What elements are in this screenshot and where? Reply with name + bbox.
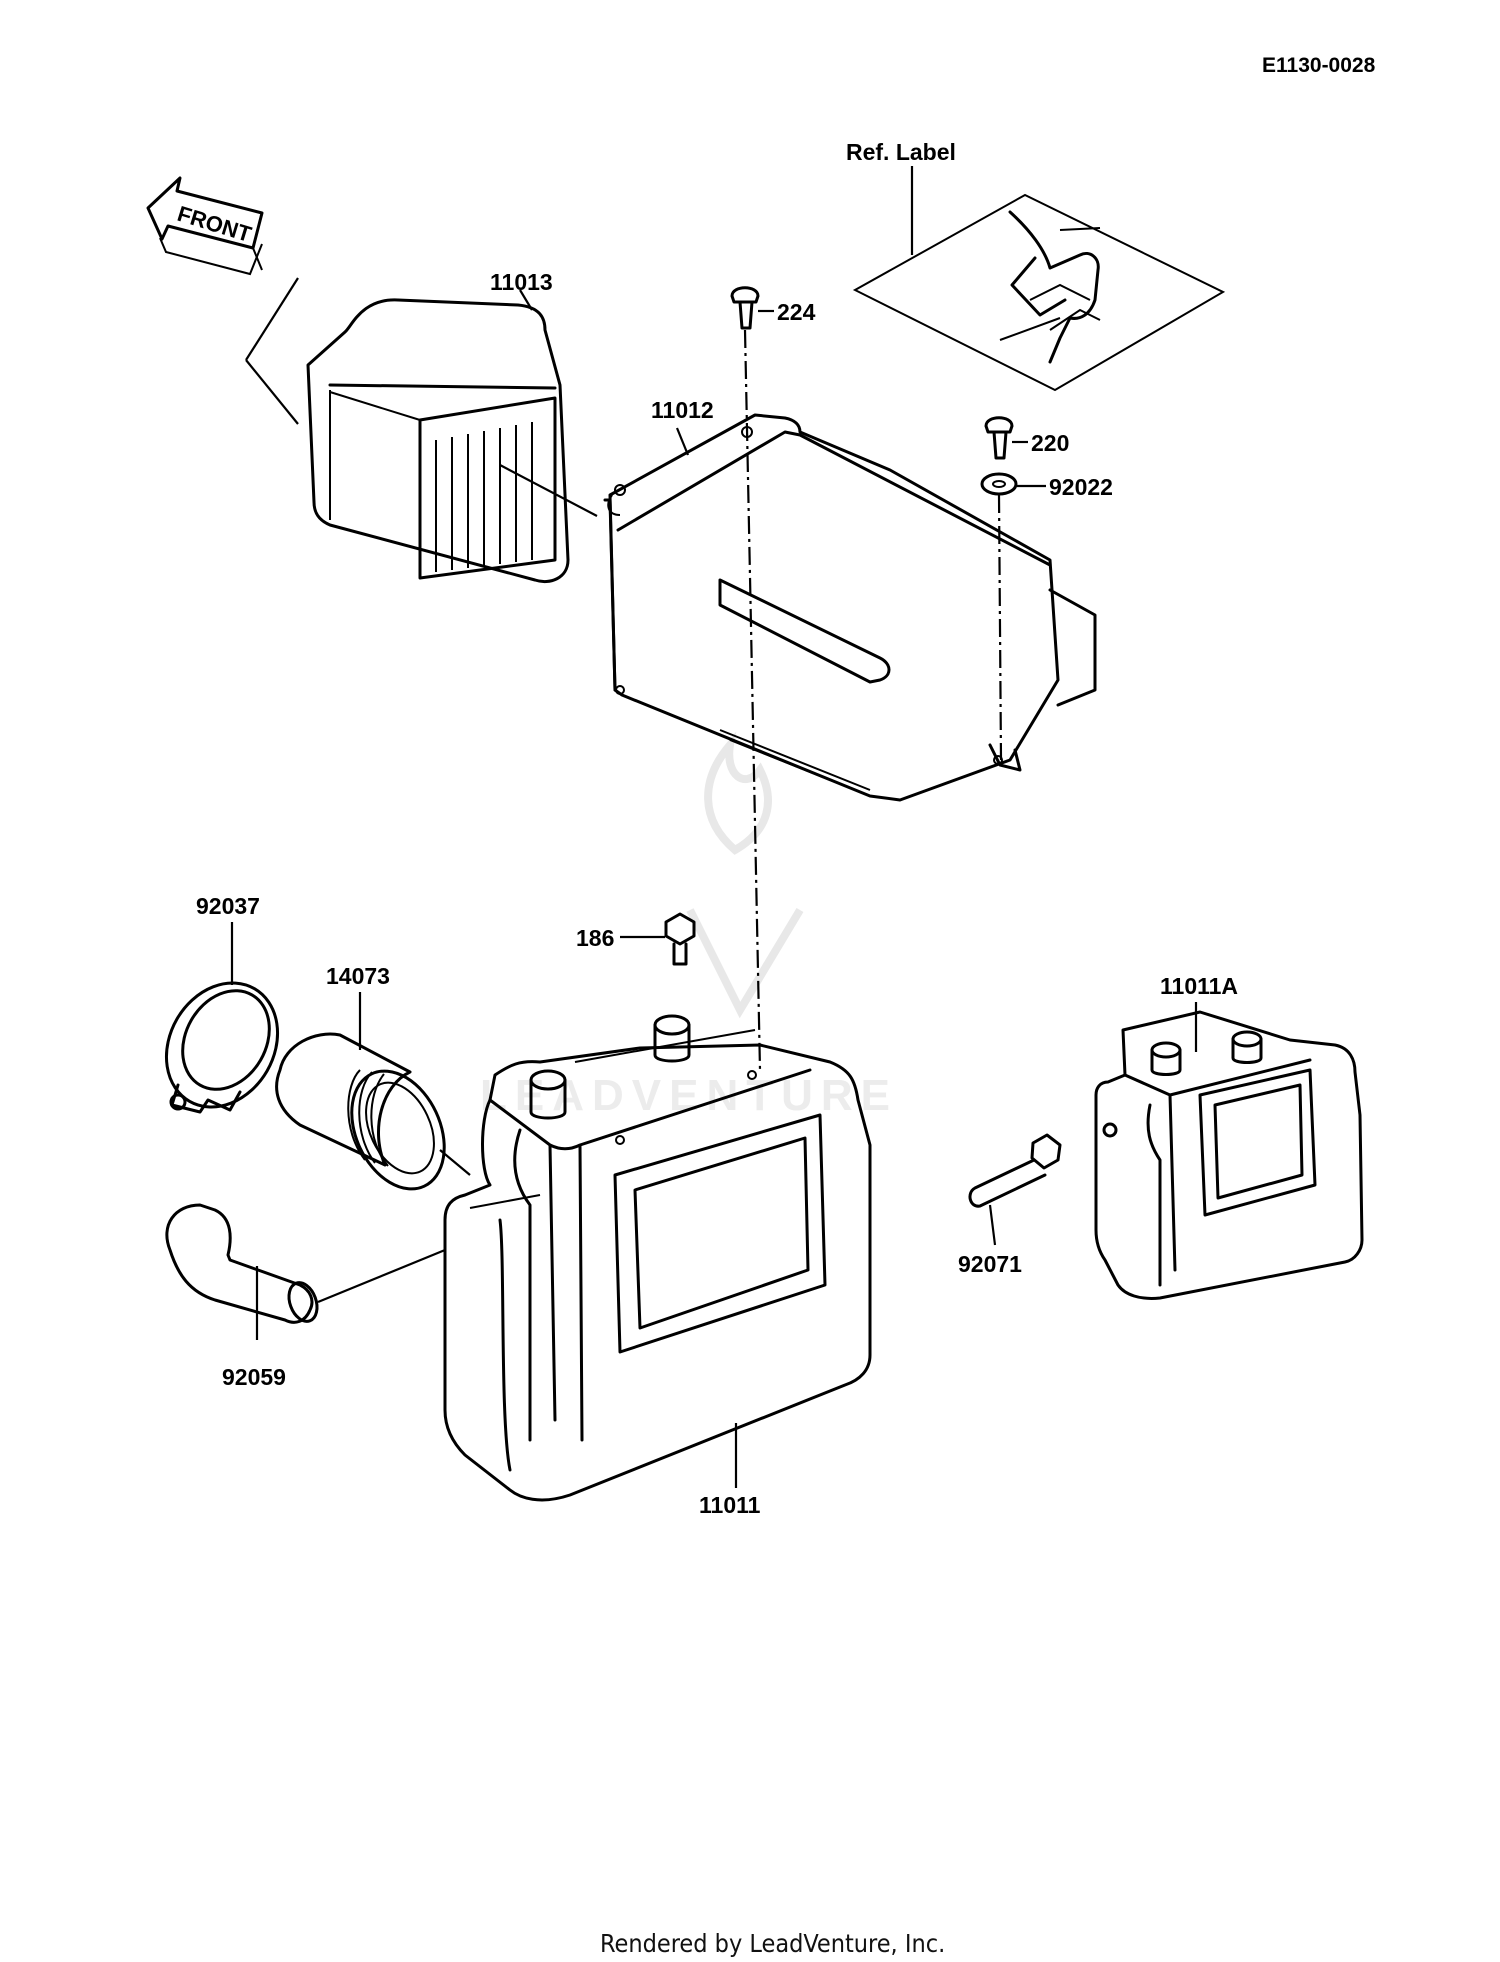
part-11011-housing[interactable] <box>443 1014 872 1502</box>
label-186: 186 <box>576 925 614 951</box>
part-11013-filter-element[interactable] <box>245 277 598 584</box>
label-11011A: 11011A <box>1160 973 1238 999</box>
part-92071-bolt[interactable] <box>968 1133 1062 1246</box>
label-224: 224 <box>777 299 816 325</box>
part-11011A-housing[interactable] <box>1094 1002 1364 1300</box>
label-14073: 14073 <box>326 963 390 989</box>
label-92022: 92022 <box>1049 474 1113 500</box>
part-92022-washer[interactable] <box>980 472 1046 496</box>
ref-label-text: Ref. Label <box>846 139 956 165</box>
label-92037: 92037 <box>196 893 260 919</box>
footer-credit: Rendered by LeadVenture, Inc. <box>600 1929 945 1958</box>
watermark-text: LEADVENTURE <box>480 1071 898 1120</box>
label-92071: 92071 <box>958 1251 1022 1277</box>
part-11012-cover[interactable] <box>603 413 1097 802</box>
part-186-bolt[interactable] <box>620 912 696 966</box>
part-14073-duct[interactable] <box>275 992 471 1204</box>
part-220-screw[interactable] <box>984 416 1028 460</box>
label-92059: 92059 <box>222 1364 286 1390</box>
part-92059-hose[interactable] <box>165 1203 446 1340</box>
part-92037-clamp[interactable] <box>144 922 299 1127</box>
front-arrow-icon: FRONT <box>146 176 264 276</box>
label-11013: 11013 <box>490 269 553 295</box>
part-224-screw[interactable] <box>730 286 774 330</box>
label-11011: 11011 <box>699 1492 761 1518</box>
ref-label-image <box>852 193 1226 392</box>
label-11012: 11012 <box>651 397 714 423</box>
label-220: 220 <box>1031 430 1069 456</box>
diagram-id: E1130-0028 <box>1262 54 1376 77</box>
